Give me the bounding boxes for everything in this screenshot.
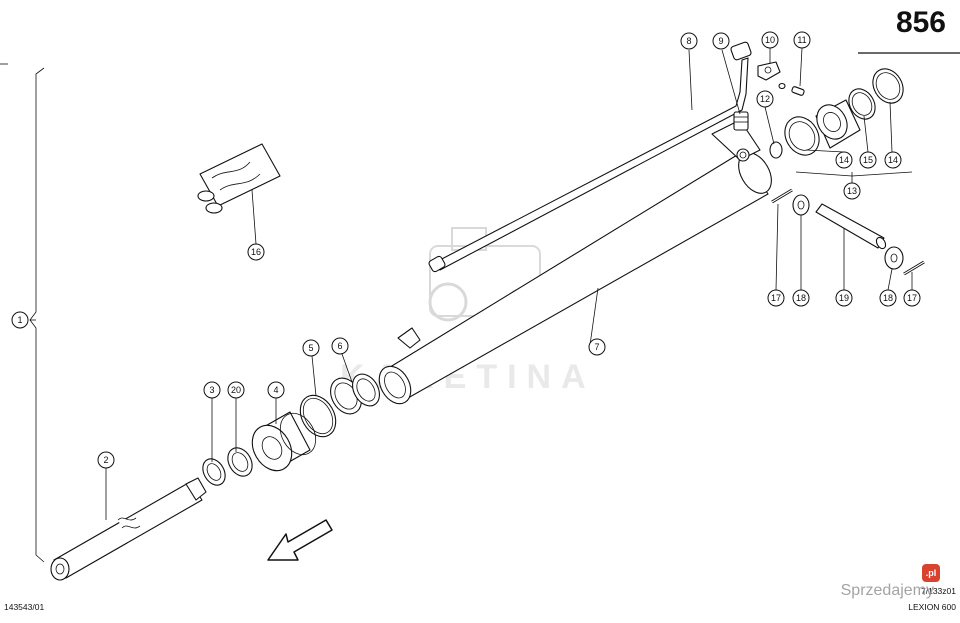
callout-2: 2 — [97, 451, 115, 469]
cylinder-barrel-7 — [378, 119, 772, 405]
callout-1: 1 — [11, 311, 29, 329]
callout-14-right: 14 — [884, 151, 902, 169]
svg-text:1: 1 — [17, 315, 22, 325]
svg-text:16: 16 — [251, 247, 261, 257]
svg-text:14: 14 — [839, 155, 849, 165]
svg-text:4: 4 — [273, 385, 278, 395]
callout-18-left: 18 — [792, 289, 810, 307]
page-number: 856 — [895, 6, 946, 39]
wiper-20 — [227, 447, 253, 477]
callout-11: 11 — [793, 31, 811, 49]
callout-5: 5 — [302, 339, 320, 357]
washer-18-right — [884, 246, 904, 270]
callout-14-left: 14 — [835, 151, 853, 169]
assembly-brace — [29, 67, 45, 563]
svg-text:18: 18 — [883, 293, 893, 303]
diagram-code-right: 7/133z01 — [921, 586, 956, 596]
svg-text:10: 10 — [765, 35, 775, 45]
piston-kit-13 — [784, 68, 904, 156]
kit-13-bracket — [795, 171, 913, 177]
callout-17-left: 17 — [767, 289, 785, 307]
guide-ring-6 — [330, 373, 380, 415]
svg-text:8: 8 — [686, 36, 691, 46]
callout-19: 19 — [835, 289, 853, 307]
pin-19 — [815, 203, 885, 249]
svg-text:3: 3 — [209, 385, 214, 395]
svg-text:17: 17 — [907, 293, 917, 303]
screw-11 — [778, 82, 805, 96]
leader-lines — [30, 47, 913, 520]
fitting-9 — [733, 111, 749, 131]
callout-20: 20 — [227, 381, 245, 399]
callout-18-right: 18 — [879, 289, 897, 307]
seal-kit-bag-16 — [197, 143, 281, 214]
seal-ring-3 — [202, 458, 226, 486]
callout-7: 7 — [588, 338, 606, 356]
cylinder-head-4 — [251, 411, 317, 472]
svg-text:15: 15 — [863, 155, 873, 165]
svg-text:7: 7 — [594, 342, 599, 352]
callout-8: 8 — [680, 32, 698, 50]
callout-15: 15 — [859, 151, 877, 169]
svg-text:20: 20 — [231, 385, 241, 395]
model-label: LEXION 600 — [908, 602, 956, 612]
pipe-8 — [428, 41, 752, 273]
callout-3: 3 — [203, 381, 221, 399]
callout-16: 16 — [247, 243, 265, 261]
svg-text:9: 9 — [718, 36, 723, 46]
site-watermark: Sprzedajemy — [840, 582, 934, 599]
callout-13: 13 — [843, 182, 861, 200]
diagram-code-left: 143543/01 — [4, 602, 45, 612]
clamp-10 — [757, 61, 781, 81]
svg-text:18: 18 — [796, 293, 806, 303]
site-badge: .pl — [922, 564, 940, 582]
piston-rod-2 — [50, 477, 207, 581]
callout-9: 9 — [712, 32, 730, 50]
callout-10: 10 — [761, 31, 779, 49]
svg-text:19: 19 — [839, 293, 849, 303]
callout-12: 12 — [756, 90, 774, 108]
callout-17-right: 17 — [903, 289, 921, 307]
callout-4: 4 — [267, 381, 285, 399]
callout-6: 6 — [331, 337, 349, 355]
svg-text:2: 2 — [103, 455, 108, 465]
pin-group — [771, 188, 925, 276]
svg-text:17: 17 — [771, 293, 781, 303]
svg-text:11: 11 — [797, 35, 806, 45]
svg-text:6: 6 — [337, 341, 342, 351]
washer-18-left — [792, 194, 810, 216]
svg-text:13: 13 — [847, 186, 857, 196]
svg-text:5: 5 — [308, 343, 313, 353]
svg-text:12: 12 — [760, 94, 770, 104]
direction-arrow-icon — [267, 519, 333, 561]
o-ring-12 — [769, 141, 783, 159]
svg-text:14: 14 — [888, 155, 898, 165]
